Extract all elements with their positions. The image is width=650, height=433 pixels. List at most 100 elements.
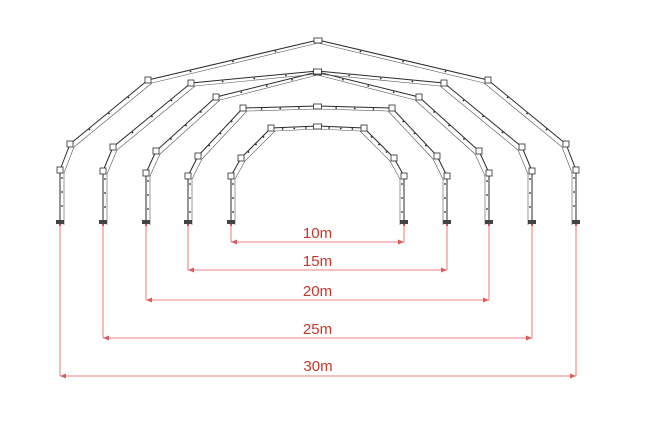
- frame-joint: [443, 172, 451, 180]
- bolt: [185, 124, 187, 127]
- frame-30m: [56, 37, 580, 226]
- bolt: [335, 107, 338, 109]
- bolt: [104, 178, 106, 180]
- base-plate: [528, 220, 536, 224]
- bolt: [293, 127, 296, 130]
- bolt: [573, 205, 575, 207]
- bolt: [255, 143, 257, 146]
- frame-joint: [212, 93, 220, 101]
- bolt: [341, 78, 344, 81]
- base-anchor: [59, 224, 61, 226]
- bolt: [291, 78, 294, 81]
- bolt: [127, 96, 130, 99]
- base-plate: [142, 220, 150, 224]
- bolt: [170, 99, 173, 102]
- dimension-label: 25m: [303, 321, 332, 338]
- bolt: [506, 96, 509, 99]
- frame-joint: [390, 154, 398, 162]
- bolt: [444, 197, 446, 199]
- base-plate: [184, 220, 192, 224]
- bolt: [348, 74, 351, 77]
- bolt: [232, 60, 234, 63]
- dimension-arrow-right: [398, 239, 404, 245]
- frame-joint: [415, 93, 423, 101]
- bolt: [573, 177, 575, 179]
- base-anchor: [403, 224, 405, 226]
- base-plate: [572, 220, 580, 224]
- frame-joint: [184, 172, 192, 180]
- bolt: [147, 194, 149, 196]
- bolt: [486, 208, 488, 210]
- bolt: [444, 211, 446, 213]
- dimension-10m: 10m: [230, 225, 405, 245]
- bolt: [232, 211, 234, 213]
- dimension-arrow-left: [188, 267, 194, 273]
- frame-15m: [184, 103, 451, 226]
- base-plate: [99, 220, 107, 224]
- bolt: [208, 144, 211, 147]
- base-plate: [443, 220, 451, 224]
- dimension-label: 20m: [303, 283, 332, 300]
- frame-inner-tube: [149, 74, 486, 225]
- bolt: [232, 183, 234, 185]
- bolt: [353, 107, 356, 110]
- dimension-25m: 25m: [102, 226, 533, 341]
- bolt: [529, 192, 531, 194]
- bolt: [260, 108, 263, 110]
- bolt: [573, 191, 575, 193]
- bolt: [88, 128, 91, 131]
- base-anchor: [488, 224, 490, 226]
- dimension-15m: 15m: [187, 226, 448, 273]
- bolt: [219, 132, 222, 135]
- bolt: [230, 120, 233, 123]
- frame-outline: [230, 125, 405, 222]
- bolt: [367, 85, 370, 87]
- base-anchor: [102, 224, 104, 226]
- bolt: [189, 211, 191, 213]
- bolt: [378, 143, 380, 146]
- dimension-arrow-right: [570, 373, 576, 379]
- bolt: [351, 128, 354, 130]
- frame-joint: [99, 167, 107, 175]
- dimension-label: 10m: [303, 225, 332, 242]
- bolt: [61, 177, 63, 179]
- bolt: [424, 144, 427, 147]
- bolt: [61, 205, 63, 207]
- frame-joint: [187, 79, 195, 87]
- bolt: [359, 50, 362, 53]
- frame-joint: [475, 147, 483, 155]
- bolt: [104, 192, 106, 194]
- frame-inner-tube: [106, 73, 529, 225]
- bolt: [411, 80, 414, 83]
- base-anchor: [230, 224, 232, 226]
- bolt: [170, 138, 172, 140]
- frame-joint: [440, 79, 448, 87]
- dimension-30m: 30m: [59, 226, 577, 379]
- dimension-20m: 20m: [145, 226, 490, 303]
- bolt: [339, 127, 342, 130]
- frame-outline: [187, 105, 448, 222]
- bolt: [104, 206, 106, 208]
- bolt: [385, 151, 388, 153]
- bolt: [444, 183, 446, 185]
- base-anchor: [145, 224, 147, 226]
- bolt: [147, 208, 149, 210]
- dimension-arrow-left: [231, 239, 237, 245]
- bolt: [297, 107, 300, 109]
- bolt: [444, 70, 447, 73]
- frame-joint: [142, 169, 150, 177]
- frames-layer: [56, 37, 580, 226]
- frame-joint: [360, 124, 368, 132]
- peak-joint: [313, 103, 322, 110]
- dimension-arrow-left: [146, 297, 152, 303]
- bolt: [240, 91, 243, 94]
- bolt: [448, 124, 450, 127]
- bolt: [262, 136, 265, 138]
- bolt: [247, 151, 250, 153]
- frame-joint: [485, 169, 493, 177]
- bolt: [131, 131, 134, 134]
- bolt: [253, 77, 256, 80]
- bolt: [501, 131, 504, 134]
- frame-joint: [518, 143, 526, 151]
